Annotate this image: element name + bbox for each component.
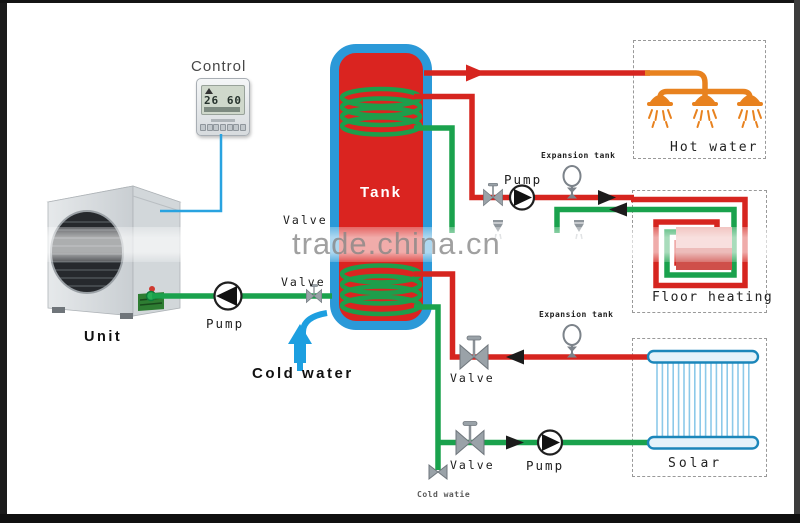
- valve-upper-label: Valve: [283, 213, 328, 227]
- warning-triangle-icon: [205, 88, 213, 94]
- hot-water-flow-arrow: [466, 64, 486, 82]
- cold-water-inlet: [288, 310, 328, 371]
- frame-left: [0, 0, 7, 523]
- solar-pump: [536, 429, 564, 456]
- controller-device: 26 60: [196, 78, 250, 136]
- controller-buttons: [200, 124, 246, 131]
- tank-upper-coil: [339, 86, 423, 137]
- unit-pump: [213, 281, 243, 311]
- control-wire: [160, 134, 223, 213]
- solar-return-arrow: [506, 349, 524, 365]
- solar-supply-valve: [454, 420, 486, 456]
- unit-pump-label: Pump: [206, 316, 245, 331]
- solar-supply-arrow: [506, 435, 524, 450]
- expansion-tank-floor-label: Expansion tank: [541, 151, 616, 160]
- controller-display: 26 60: [202, 94, 244, 107]
- shower-icon: [736, 94, 764, 128]
- watermark-text: trade.china.cn: [292, 226, 501, 261]
- tank-lower-coil: [339, 263, 423, 317]
- shower-icon: [691, 94, 719, 128]
- expansion-tank-floor-icon: [562, 165, 582, 200]
- solar-pump-label: Pump: [526, 458, 565, 473]
- display-temp-left: 26: [203, 94, 220, 107]
- controller-brand-strip: [211, 119, 235, 122]
- frame-top: [0, 0, 800, 3]
- solar-collector: [646, 349, 760, 450]
- solar-box-label: Solar: [668, 456, 723, 471]
- floor-pump: [508, 184, 536, 211]
- cold-water-label: Cold water: [252, 365, 354, 382]
- unit-port-red: [149, 286, 155, 292]
- watermark-band: [7, 227, 794, 262]
- cold-drain-label: Cold watie: [417, 490, 471, 499]
- upper-coil-green-stub: [414, 125, 455, 233]
- floor-supply-pipe: [414, 93, 634, 201]
- unit-label: Unit: [84, 329, 123, 345]
- floor-supply-arrow: [598, 190, 616, 205]
- solar-return-valve: [458, 334, 490, 371]
- controller-screen: 26 60: [201, 85, 245, 115]
- tank-label: Tank: [360, 184, 402, 201]
- hot-water-box-label: Hot water: [670, 140, 759, 155]
- floor-return-arrow: [609, 202, 627, 217]
- floor-supply-valve: [482, 182, 504, 207]
- floor-heating-box-label: Floor heating: [652, 290, 774, 305]
- valve-solar-supply-label: Valve: [450, 458, 495, 472]
- valve-solar-return-label: Valve: [450, 371, 495, 385]
- shower-icon: [646, 94, 674, 128]
- floor-pump-label: Pump: [504, 172, 543, 187]
- solar-zone-box: [632, 338, 767, 477]
- valve-lower-label: Valve: [281, 275, 326, 289]
- screen-status-bar: [204, 107, 240, 112]
- expansion-tank-solar-icon: [562, 324, 582, 359]
- cold-drain-valve: [428, 463, 448, 481]
- control-label: Control: [191, 58, 247, 75]
- frame-right: [794, 0, 800, 523]
- solar-return-pipe: [414, 271, 652, 360]
- lower-coil-green-down: [414, 304, 441, 470]
- hot-water-zone-box: [633, 40, 766, 159]
- display-temp-right: 60: [226, 94, 243, 107]
- expansion-tank-solar-label: Expansion tank: [539, 310, 614, 319]
- frame-bottom: [0, 514, 800, 523]
